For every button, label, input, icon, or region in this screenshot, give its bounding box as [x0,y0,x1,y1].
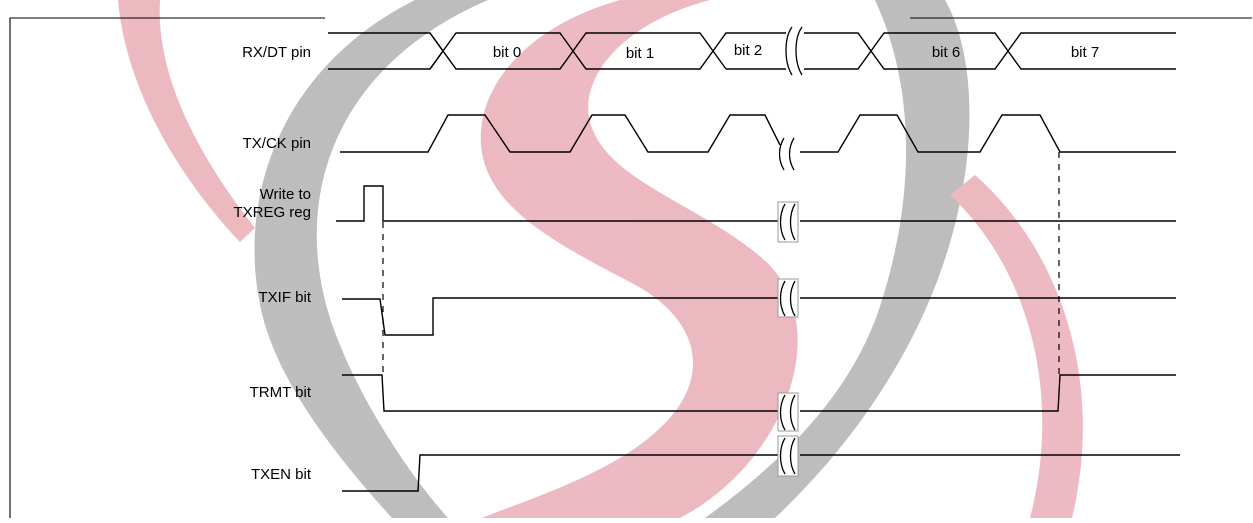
bit-label-7: bit 7 [1071,44,1099,61]
txif-waveform [342,297,1176,336]
signal-label-write-line1: Write to [260,186,311,203]
rxdt-break-marker [785,26,803,76]
signal-label-txck: TX/CK pin [243,135,311,152]
signal-label-txif: TXIF bit [258,289,311,306]
watermark-pink-swoosh-right [950,175,1083,518]
signal-label-txen: TXEN bit [251,466,312,483]
txck-waveform [340,114,1176,153]
trmt-waveform [342,374,1176,412]
txen-break-marker [777,435,799,477]
txif-break-marker [777,278,799,318]
watermark-pink-swoosh-left [118,0,255,242]
watermark-gray-arc [254,0,488,518]
signal-label-write-line2: TXREG reg [233,204,311,221]
rxdt-waveform [328,32,1176,70]
write-txreg-waveform [336,185,1176,222]
trmt-break-marker [777,392,799,432]
txen-waveform [342,454,1180,492]
signal-label-trmt: TRMT bit [250,384,312,401]
bit-label-2: bit 2 [734,42,762,59]
bit-label-1: bit 1 [626,45,654,62]
bit-label-6: bit 6 [932,44,960,61]
signal-label-rxdt: RX/DT pin [242,44,311,61]
frame-border [9,17,1252,518]
txck-break-marker [778,137,795,171]
watermark-pink-s [480,0,798,518]
watermark-logo [118,0,1083,518]
bit-label-0: bit 0 [493,44,521,61]
write-break-marker [777,201,799,243]
watermark-gray-arc-right [705,0,970,518]
